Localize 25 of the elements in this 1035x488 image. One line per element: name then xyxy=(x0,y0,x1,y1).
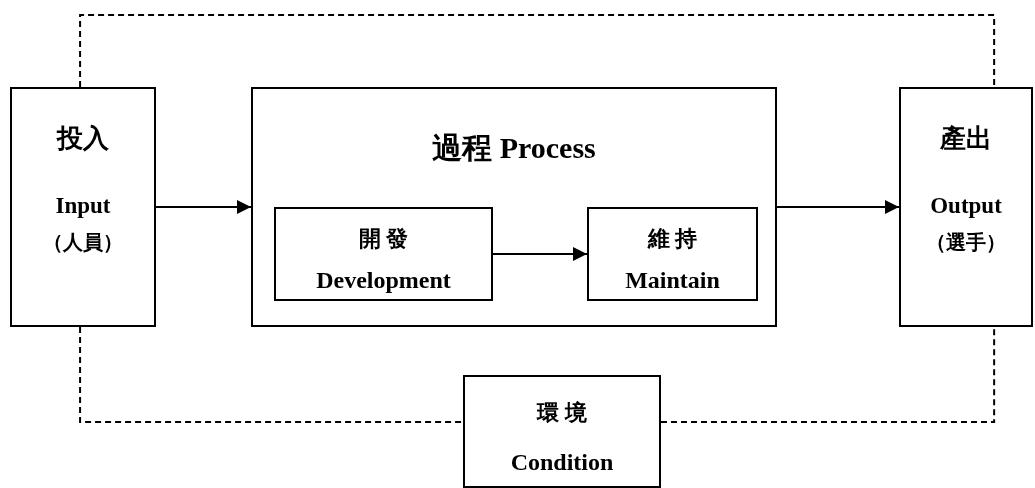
arrow xyxy=(155,200,252,214)
node-heading: 過程 Process xyxy=(431,131,597,164)
node-text: （人員） xyxy=(42,231,124,253)
node-heading: 投入 xyxy=(55,125,110,154)
node-text: Condition xyxy=(509,449,615,476)
dashed-connector xyxy=(79,326,464,423)
node-text: Maintain xyxy=(624,267,721,294)
condition-box xyxy=(463,375,661,488)
stage-box xyxy=(587,207,758,301)
node-text: （選手） xyxy=(925,231,1007,253)
arrow xyxy=(776,200,900,214)
output-box xyxy=(899,87,1033,327)
stage-box xyxy=(274,207,493,301)
node-text: Input xyxy=(54,193,112,219)
node-heading: 環 境 xyxy=(535,401,588,426)
node-heading: 開 發 xyxy=(357,227,410,252)
dashed-connector xyxy=(660,326,996,423)
arrow xyxy=(492,247,588,261)
node-text: Development xyxy=(315,267,452,294)
node-text: Output xyxy=(929,193,1003,219)
input-box xyxy=(10,87,156,327)
node-heading: 產出 xyxy=(939,125,993,154)
process-box xyxy=(251,87,777,327)
node-heading: 維 持 xyxy=(646,227,699,252)
dashed-connector xyxy=(79,14,996,88)
